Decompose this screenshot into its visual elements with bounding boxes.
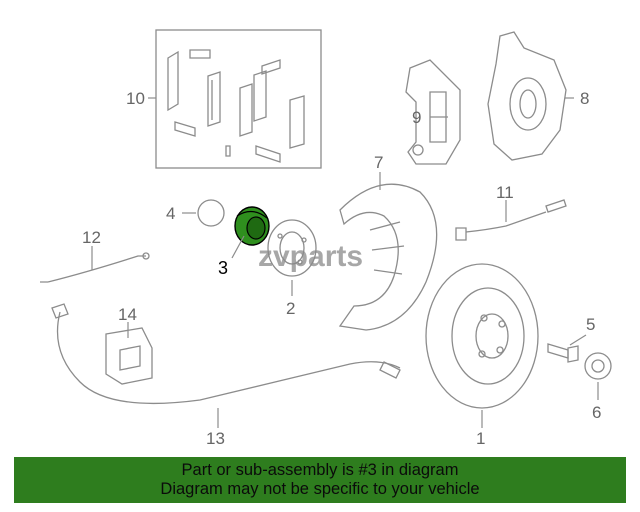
caliper-bracket [405, 59, 461, 165]
steering-knuckle [487, 31, 567, 161]
brake-pad-kit [155, 29, 322, 169]
wear-sensor [455, 199, 567, 241]
dust-shield [338, 183, 438, 331]
callout-5: 5 [586, 315, 595, 334]
info-banner: Part or sub-assembly is #3 in diagram Di… [14, 457, 626, 503]
callout-3: 3 [218, 258, 228, 278]
dust-cap [584, 352, 612, 380]
callout-8: 8 [580, 89, 589, 108]
watermark: zvparts [258, 240, 363, 273]
brake-caliper-rear [105, 327, 153, 385]
callout-1: 1 [476, 429, 485, 448]
callout-4: 4 [166, 204, 175, 223]
speed-sensor-wire [40, 252, 150, 283]
wiring-harness [51, 303, 401, 405]
callout-11: 11 [496, 183, 514, 202]
callout-6: 6 [592, 403, 601, 422]
callout-13: 13 [206, 429, 225, 448]
banner-line-1: Part or sub-assembly is #3 in diagram [181, 461, 459, 479]
wheel-hub [267, 219, 317, 277]
callout-10: 10 [126, 89, 145, 108]
banner-line-2: Diagram may not be specific to your vehi… [160, 480, 480, 498]
wheel-bearing-highlighted [234, 206, 270, 246]
snap-ring [197, 199, 225, 227]
callout-14: 14 [118, 305, 137, 324]
callout-7: 7 [374, 153, 383, 172]
brake-rotor [425, 263, 539, 409]
leader-lines [91, 97, 599, 428]
callout-12: 12 [82, 228, 101, 247]
hub-bolt [547, 343, 579, 363]
parts-diagram: zvparts 10 9 8 7 11 4 3 12 2 14 5 6 13 1 [40, 29, 612, 448]
callout-2: 2 [286, 299, 295, 318]
callout-9: 9 [412, 108, 421, 127]
